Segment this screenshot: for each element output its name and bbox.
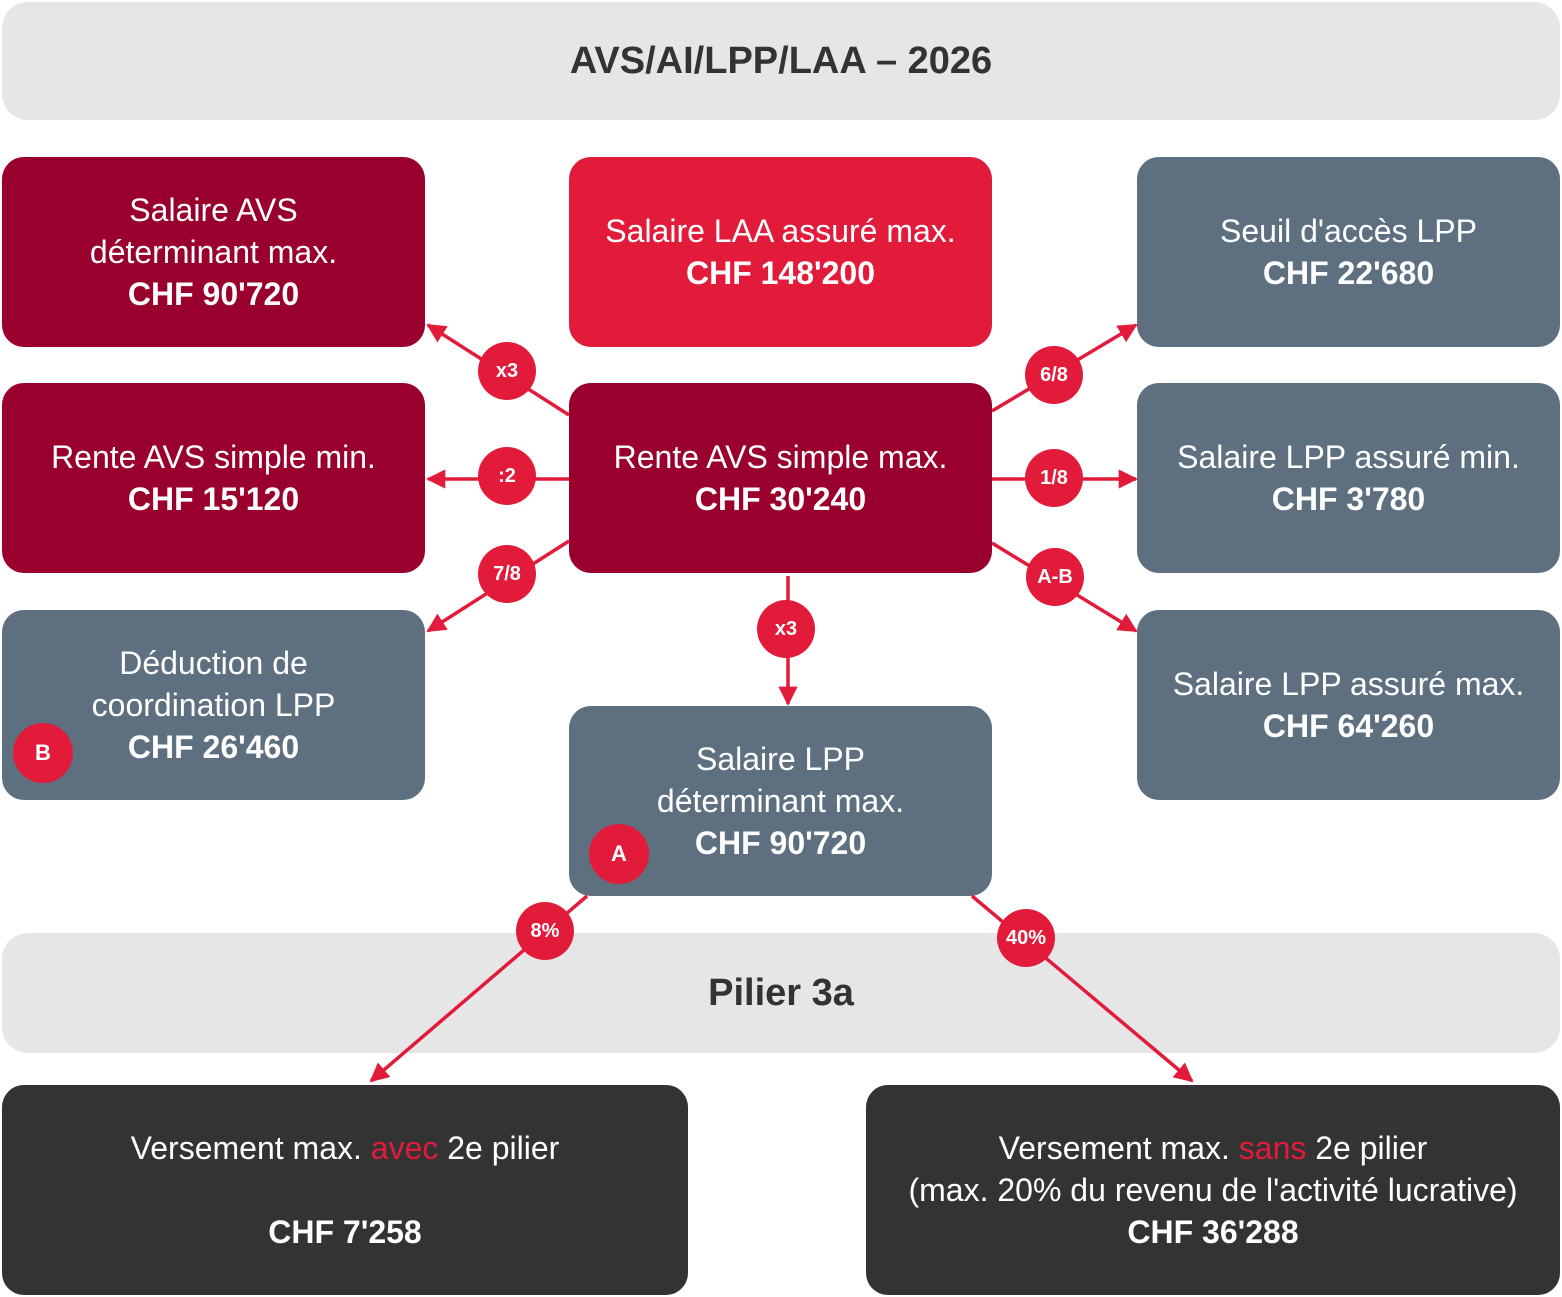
without-2nd-highlight: sans xyxy=(1238,1130,1307,1166)
avs-salary-value: CHF 90'720 xyxy=(127,276,300,312)
lpp-insured-min-line1: Salaire LPP assuré min. xyxy=(1177,439,1520,475)
laa-salary-box: Salaire LAA assuré max. CHF 148'200 xyxy=(569,157,992,347)
without-2nd-pillar-value: CHF 36'288 xyxy=(1127,1214,1299,1250)
laa-salary-value: CHF 148'200 xyxy=(685,255,876,291)
avs-max-pension-box: Rente AVS simple max. CHF 30'240 xyxy=(569,383,992,573)
op-to-threshold: 6/8 xyxy=(1025,346,1083,404)
pillar-label: Pilier 3a xyxy=(708,971,854,1014)
avs-max-pension-value: CHF 30'240 xyxy=(694,481,867,517)
laa-salary-line1: Salaire LAA assuré max. xyxy=(605,213,956,249)
lpp-insured-max-value: CHF 64'260 xyxy=(1262,708,1435,744)
pillar-banner: Pilier 3a xyxy=(2,933,1560,1053)
lpp-threshold-line1: Seuil d'accès LPP xyxy=(1220,213,1477,249)
with-2nd-pillar-box: Versement max. avec 2e pilier CHF 7'258 xyxy=(2,1085,688,1295)
op-to-min-pension: :2 xyxy=(478,447,536,505)
with-2nd-post: 2e pilier xyxy=(438,1130,560,1166)
page-title: AVS/AI/LPP/LAA – 2026 xyxy=(569,39,993,82)
lpp-insured-max-line1: Salaire LPP assuré max. xyxy=(1172,666,1525,702)
without-2nd-pillar-note: (max. 20% du revenu de l'activité lucrat… xyxy=(908,1172,1518,1208)
coordination-value: CHF 26'460 xyxy=(127,729,300,765)
lpp-salary-line2: déterminant max. xyxy=(656,783,905,819)
avs-min-pension-line1: Rente AVS simple min. xyxy=(51,439,376,475)
with-2nd-pillar-value: CHF 7'258 xyxy=(268,1214,422,1250)
op-to-insured-max: A-B xyxy=(1026,548,1084,606)
op-to-avs-salary: x3 xyxy=(478,342,536,400)
op-to-without-2nd: 40% xyxy=(997,909,1055,967)
lpp-threshold-box: Seuil d'accès LPP CHF 22'680 xyxy=(1137,157,1560,347)
with-2nd-pre: Versement max. xyxy=(130,1130,371,1166)
avs-min-pension-box: Rente AVS simple min. CHF 15'120 xyxy=(2,383,425,573)
lpp-salary-value: CHF 90'720 xyxy=(694,825,867,861)
avs-salary-box: Salaire AVS déterminant max. CHF 90'720 xyxy=(2,157,425,347)
lpp-insured-min-value: CHF 3'780 xyxy=(1271,481,1426,517)
avs-salary-line1: Salaire AVS xyxy=(129,192,298,228)
without-2nd-post: 2e pilier xyxy=(1306,1130,1428,1166)
lpp-insured-min-box: Salaire LPP assuré min. CHF 3'780 xyxy=(1137,383,1560,573)
avs-max-pension-line1: Rente AVS simple max. xyxy=(613,439,948,475)
with-2nd-pillar-label: Versement max. avec 2e pilier xyxy=(131,1127,560,1169)
lpp-salary-line1: Salaire LPP xyxy=(696,741,865,777)
lpp-threshold-value: CHF 22'680 xyxy=(1262,255,1435,291)
coordination-box: Déduction de coordination LPP CHF 26'460 xyxy=(2,610,425,800)
op-to-coordination: 7/8 xyxy=(478,545,536,603)
coordination-line2: coordination LPP xyxy=(91,687,336,723)
without-2nd-pillar-label: Versement max. sans 2e pilier xyxy=(999,1127,1428,1169)
coordination-line1: Déduction de xyxy=(119,645,308,681)
marker-b: B xyxy=(13,723,73,783)
lpp-insured-max-box: Salaire LPP assuré max. CHF 64'260 xyxy=(1137,610,1560,800)
op-to-with-2nd: 8% xyxy=(516,902,574,960)
marker-a: A xyxy=(589,824,649,884)
avs-min-pension-value: CHF 15'120 xyxy=(127,481,300,517)
with-2nd-highlight: avec xyxy=(370,1130,439,1166)
title-banner: AVS/AI/LPP/LAA – 2026 xyxy=(2,2,1560,120)
op-to-lpp-salary: x3 xyxy=(757,600,815,658)
op-to-insured-min: 1/8 xyxy=(1025,449,1083,507)
avs-salary-line2: déterminant max. xyxy=(89,234,338,270)
without-2nd-pre: Versement max. xyxy=(998,1130,1239,1166)
without-2nd-pillar-box: Versement max. sans 2e pilier (max. 20% … xyxy=(866,1085,1560,1295)
